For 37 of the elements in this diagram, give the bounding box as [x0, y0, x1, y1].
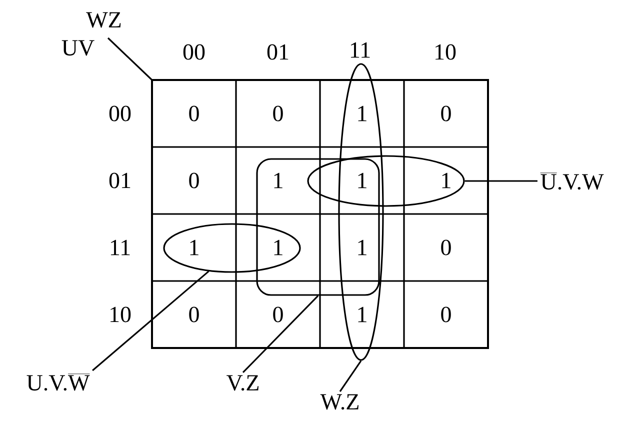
cell-value: 1 [358, 240, 366, 256]
term-label: W.Z [320, 394, 358, 410]
cell-value: 0 [441, 106, 451, 122]
group-loop [307, 155, 465, 207]
leader-line [92, 270, 210, 372]
column-header: 00 [183, 44, 205, 60]
term-label: $\overline{\hbox{U}}\hbox{.V.W}$ [540, 172, 604, 190]
group-loop [338, 63, 384, 361]
term-label: V.Z [226, 375, 258, 391]
cell-value: 0 [441, 240, 451, 256]
leader-line [464, 180, 538, 182]
column-header: 01 [267, 44, 288, 60]
cell-value: 1 [358, 306, 366, 322]
group-loop [256, 158, 380, 296]
column-header: 10 [436, 44, 456, 60]
axis-label: WZ [86, 12, 121, 28]
cell-value: 0 [273, 106, 283, 122]
cell-value: 1 [190, 240, 198, 256]
row-header: 01 [109, 172, 130, 188]
leader-line [339, 360, 362, 392]
cell-value: 1 [358, 106, 366, 122]
cell-value: 1 [442, 172, 450, 188]
leader-line [242, 295, 319, 374]
cell-value: 1 [274, 172, 282, 188]
cell-value: 1 [358, 172, 366, 188]
cell-value: 0 [189, 306, 199, 322]
cell-value: 0 [189, 106, 199, 122]
cell-value: 0 [273, 306, 283, 322]
row-header: 10 [110, 306, 131, 322]
row-header: 11 [110, 240, 130, 256]
axis-label: UV [62, 40, 94, 56]
term-label: $\hbox{U.V.}\overline{\hbox{W}}$ [26, 374, 90, 391]
row-header: 00 [109, 106, 131, 122]
group-loop [163, 223, 301, 273]
cell-value: 0 [441, 306, 451, 322]
cell-value: 0 [189, 172, 199, 188]
cell-value: 1 [274, 240, 282, 256]
